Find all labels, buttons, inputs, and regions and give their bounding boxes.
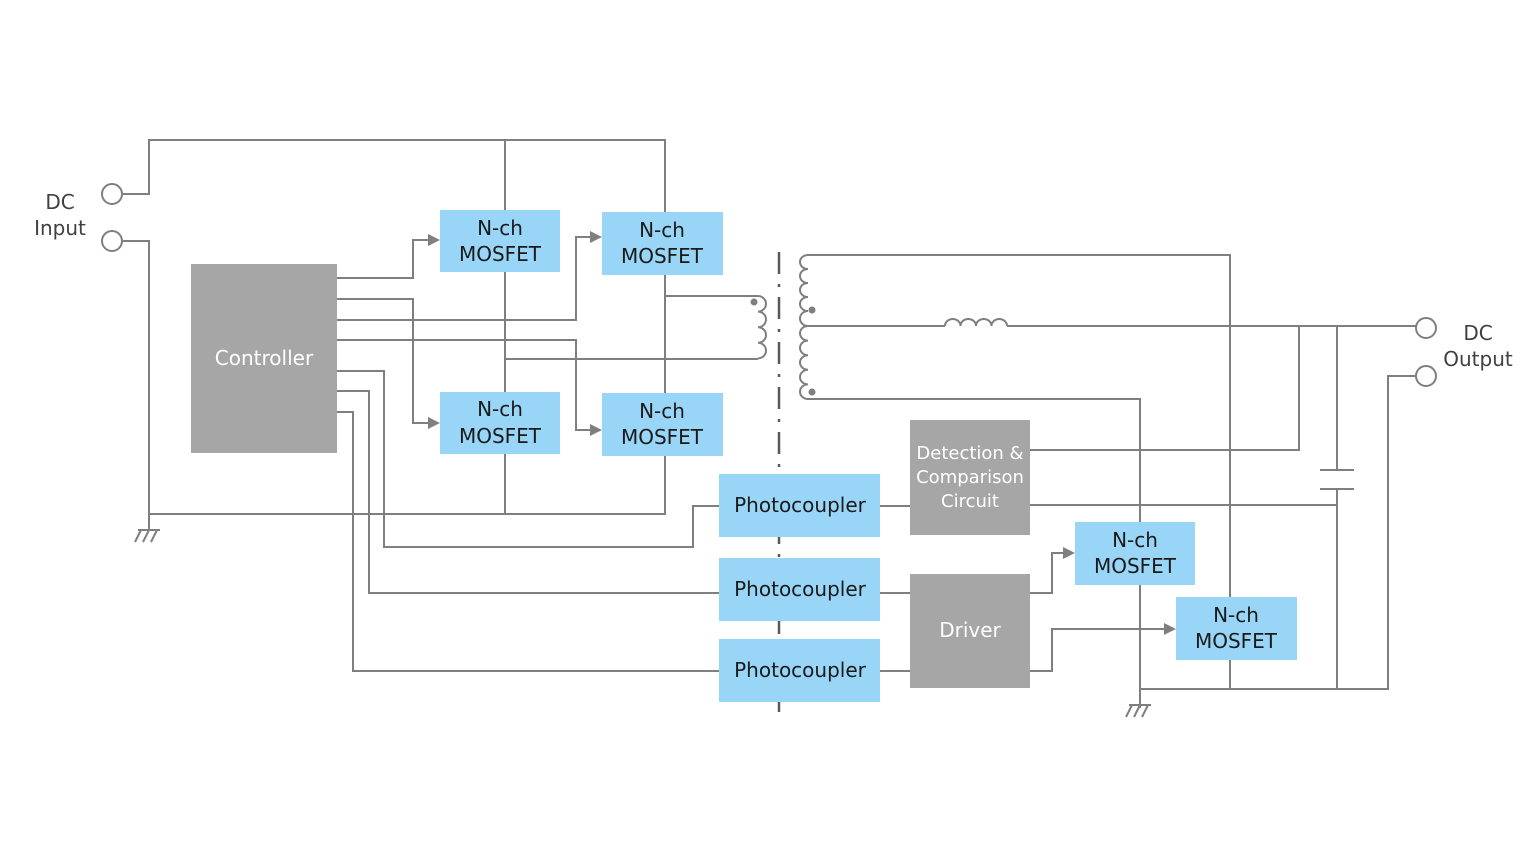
arrows (428, 231, 1176, 635)
arrow-driver-mosfet5 (1063, 547, 1075, 559)
wire-ctrl-pc1 (337, 370, 719, 548)
detection-comparison-block: Detection & Comparison Circuit (910, 420, 1030, 535)
primary-winding (757, 295, 767, 360)
dc-output-terminal-negative (1415, 365, 1437, 387)
ground-symbol-right (1125, 704, 1151, 718)
mosfet-2-line1: N-ch (639, 218, 685, 242)
arrow-gate-2 (590, 231, 602, 243)
dc-output-label-line2: Output (1443, 347, 1513, 371)
secondary-winding-upper (799, 254, 809, 327)
photocoupler-2-label: Photocoupler (734, 577, 867, 601)
dc-input-terminal-positive (101, 183, 123, 205)
wire-output-return (1140, 375, 1416, 690)
mosfet-block-4: N-ch MOSFET (602, 393, 723, 456)
wire-ctrl-pc3 (337, 411, 719, 672)
driver-block: Driver (910, 574, 1030, 688)
mosfet-block-3: N-ch MOSFET (440, 392, 560, 454)
wire-sec-bottom (808, 398, 1141, 708)
mosfet-6-line2: MOSFET (1195, 629, 1278, 653)
ground-symbol-left (134, 529, 160, 543)
secondary-winding-lower (799, 325, 809, 400)
mosfet-1-line1: N-ch (477, 216, 523, 240)
mosfet-1-line2: MOSFET (459, 242, 542, 266)
photocoupler-1-label: Photocoupler (734, 493, 867, 517)
driver-label: Driver (939, 618, 1001, 642)
photocoupler-block-3: Photocoupler (719, 639, 880, 702)
wire-gate-1 (337, 239, 430, 279)
arrow-gate-3 (428, 417, 440, 429)
polarity-dot-secondary-upper (808, 306, 816, 314)
mosfet-block-6: N-ch MOSFET (1176, 597, 1297, 660)
detection-label-line1: Detection & (916, 443, 1023, 464)
wire-driver-mosfet6 (1030, 628, 1165, 672)
mosfet-5-line2: MOSFET (1094, 554, 1177, 578)
output-inductor (944, 318, 1008, 327)
mosfet-block-1: N-ch MOSFET (440, 210, 560, 272)
wire-gate-4 (337, 339, 592, 431)
photocoupler-3-label: Photocoupler (734, 658, 867, 682)
wire-detect-sense (1030, 326, 1300, 451)
arrow-driver-mosfet6 (1164, 623, 1176, 635)
dc-input-label-line1: DC (45, 190, 74, 214)
wire-gate-3 (337, 298, 430, 424)
dc-output-label-line1: DC (1463, 321, 1492, 345)
dc-output-terminal-positive (1415, 317, 1437, 339)
detection-label-line3: Circuit (941, 491, 999, 512)
mosfet-6-line1: N-ch (1213, 603, 1259, 627)
mosfet-5-line1: N-ch (1112, 528, 1158, 552)
wire-sec-top (808, 254, 1231, 689)
dc-input-terminal-negative (101, 230, 123, 252)
polarity-dot-secondary-lower (808, 388, 816, 396)
photocoupler-block-2: Photocoupler (719, 558, 880, 621)
mosfet-3-line1: N-ch (477, 397, 523, 421)
mosfet-block-2: N-ch MOSFET (602, 212, 723, 275)
photocoupler-block-1: Photocoupler (719, 474, 880, 537)
wire-driver-mosfet5 (1030, 552, 1064, 594)
wires (122, 139, 1416, 708)
controller-block: Controller (191, 264, 337, 453)
mosfet-block-5: N-ch MOSFET (1075, 522, 1195, 585)
dc-input-label-line2: Input (34, 216, 86, 240)
wire-ctrl-pc2 (337, 390, 719, 594)
mosfet-4-line2: MOSFET (621, 425, 704, 449)
controller-label: Controller (215, 346, 314, 370)
polarity-dot-primary (750, 298, 758, 306)
detection-label-line2: Comparison (916, 467, 1024, 488)
wire-gate-2 (337, 236, 592, 321)
output-capacitor (1320, 469, 1354, 490)
mosfet-4-line1: N-ch (639, 399, 685, 423)
mosfet-3-line2: MOSFET (459, 424, 542, 448)
mosfet-2-line2: MOSFET (621, 244, 704, 268)
arrow-gate-4 (590, 424, 602, 436)
wire-input-top (122, 139, 666, 212)
arrow-gate-1 (428, 234, 440, 246)
